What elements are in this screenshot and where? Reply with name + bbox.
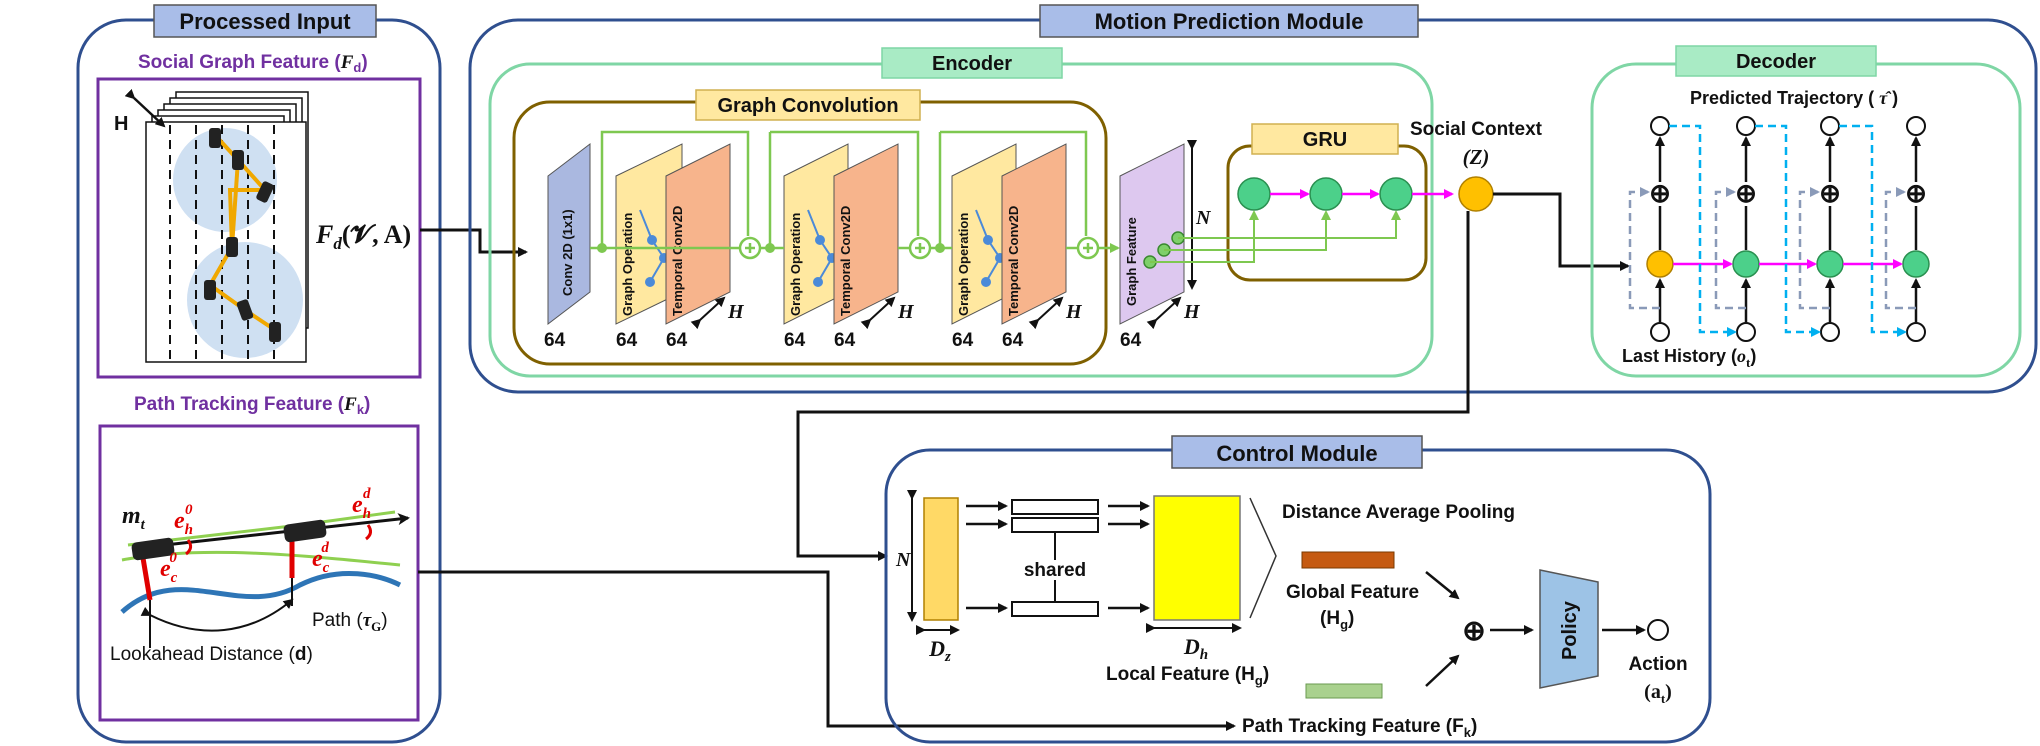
temporal-slab-1: Temporal Conv2D — [665, 143, 731, 325]
context-vector — [923, 497, 959, 621]
svg-text:Graph Operation: Graph Operation — [956, 213, 971, 316]
concat-plus: ⊕ — [1462, 615, 1485, 646]
svg-text:Graph Operation: Graph Operation — [620, 213, 635, 316]
predicted-trajectory-label: Predicted Trajectory ( τ̂ ) — [1690, 88, 1898, 108]
svg-text:⊕: ⊕ — [1649, 178, 1671, 208]
control-module-title: Control Module — [1216, 441, 1377, 466]
pooling-wedge — [1249, 497, 1277, 619]
path-to-control-arrow — [418, 570, 1236, 731]
path-tracking-feature-control-label: Path Tracking Feature (Fk) — [1242, 716, 1477, 740]
temporal-slab-2: Temporal Conv2D — [833, 143, 899, 325]
ehd-label: ehd — [352, 486, 371, 522]
distance-pooling-label: Distance Average Pooling — [1282, 502, 1515, 523]
skip-connections — [590, 130, 1120, 260]
path-tracking-label: Path Tracking Feature (Fk) — [134, 394, 370, 417]
ecd-label: ecd — [312, 540, 330, 576]
h-label-3: H — [1065, 301, 1083, 323]
policy-label: Policy — [1559, 600, 1581, 660]
lookahead-label: Lookahead Distance (d) — [110, 644, 313, 665]
path-tracking-illustration — [120, 510, 410, 648]
dim-1: 64 — [544, 330, 566, 351]
h-label-2: H — [897, 301, 915, 323]
dim-2: 64 — [616, 330, 638, 351]
shared-mlp — [966, 499, 1150, 617]
gru-cells — [1150, 177, 1454, 263]
h-dimension-label: H — [114, 113, 128, 135]
dh-label: Dh — [1183, 634, 1208, 663]
decoder-steps: ⊕ ⊕ ⊕ ⊕ — [1628, 116, 1930, 342]
social-context-node — [1458, 176, 1494, 212]
ec0-label: ec0 — [160, 550, 178, 586]
h-label-1: H — [727, 301, 745, 323]
graph-op-slab-2: Graph Operation — [783, 143, 849, 325]
decoder-title: Decoder — [1736, 51, 1816, 73]
temporal-slab-3: Temporal Conv2D — [1001, 143, 1067, 325]
social-graph-label: Social Graph Feature (Fd) — [138, 52, 368, 75]
z-label: (Z) — [1463, 145, 1490, 169]
dim-5: 64 — [834, 330, 856, 351]
dim-3: 64 — [666, 330, 688, 351]
conv2d-slab: Conv 2D (1x1) — [547, 142, 591, 326]
action-node — [1647, 619, 1669, 641]
global-feature-bar — [1301, 551, 1395, 569]
processed-input-panel: Processed Input Social Graph Feature (Fd… — [76, 4, 442, 744]
social-graph-stack — [145, 91, 309, 363]
global-feature-h: (Hg) — [1320, 608, 1354, 632]
context-to-decoder-arrow — [1493, 192, 1630, 271]
dim-4: 64 — [784, 330, 806, 351]
h-dimension-arrow — [124, 88, 166, 128]
local-feature-matrix — [1153, 495, 1241, 621]
svg-text:Temporal Conv2D: Temporal Conv2D — [1006, 206, 1021, 316]
local-feature-label: Local Feature (Hg) — [1106, 664, 1269, 688]
dz-label: Dz — [928, 636, 951, 665]
action-label: Action — [1628, 654, 1687, 675]
control-module-panel: Control Module N Dz shared Dh Local Feat… — [884, 435, 1712, 744]
dim-8: 64 — [1120, 330, 1142, 351]
n-label-encoder: N — [1195, 207, 1212, 229]
input-to-encoder-arrow — [420, 228, 528, 257]
last-history-label: Last History (ot) — [1622, 346, 1756, 370]
path-tau-label: Path (τG) — [312, 610, 388, 634]
graph-op-slab-3: Graph Operation — [951, 143, 1017, 325]
svg-text:Temporal Conv2D: Temporal Conv2D — [838, 206, 853, 316]
graph-convolution-title: Graph Convolution — [717, 95, 898, 117]
social-graph-frame — [96, 77, 422, 379]
svg-text:Conv 2D (1x1): Conv 2D (1x1) — [560, 209, 575, 296]
processed-input-title: Processed Input — [179, 9, 351, 34]
depth-arrows — [690, 140, 1197, 330]
mt-label: mt — [122, 503, 146, 533]
dim-6: 64 — [952, 330, 974, 351]
motion-prediction-title: Motion Prediction Module — [1095, 9, 1364, 34]
h-label-4: H — [1183, 301, 1201, 323]
gru-title: GRU — [1303, 129, 1347, 151]
social-context-label: Social Context — [1410, 119, 1543, 140]
processed-input-title-box — [153, 4, 377, 38]
svg-text:Graph Feature: Graph Feature — [1124, 217, 1139, 306]
motion-prediction-panel: Motion Prediction Module Encoder Graph C… — [468, 4, 2038, 394]
path-feature-bar — [1305, 683, 1383, 699]
fd-function-label: Fd(𝓥, A) — [315, 220, 411, 253]
encoder-title: Encoder — [932, 53, 1012, 75]
svg-text:⊕: ⊕ — [1905, 178, 1927, 208]
svg-text:Temporal Conv2D: Temporal Conv2D — [670, 206, 685, 316]
global-feature-label: Global Feature — [1286, 582, 1419, 603]
svg-text:⊕: ⊕ — [1735, 178, 1757, 208]
svg-text:⊕: ⊕ — [1819, 178, 1841, 208]
n-label-control: N — [895, 549, 912, 571]
dim-7: 64 — [1002, 330, 1024, 351]
eh0-label: eh0 — [174, 502, 193, 538]
svg-text:Graph Operation: Graph Operation — [788, 213, 803, 316]
graph-feature-slab: Graph Feature — [1119, 143, 1185, 325]
shared-label: shared — [1024, 560, 1086, 581]
policy-block — [1539, 569, 1599, 689]
context-to-control-arrow — [796, 211, 1470, 561]
action-at-label: (at) — [1644, 681, 1672, 706]
